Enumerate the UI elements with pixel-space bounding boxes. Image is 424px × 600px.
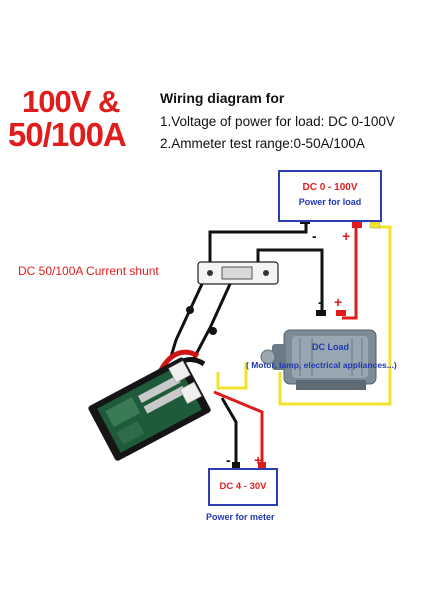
shunt-label: DC 50/100A Current shunt bbox=[18, 264, 159, 278]
load-supply-minus-sign: - bbox=[312, 228, 317, 244]
meter-power-minus-sign: - bbox=[226, 452, 231, 468]
load-supply-plus-sign: + bbox=[342, 228, 351, 244]
load-minus-sign: - bbox=[318, 294, 323, 310]
yellow-wire-meter bbox=[216, 362, 248, 390]
wiring-item-1: 1.Voltage of power for load: DC 0-100V bbox=[160, 114, 395, 129]
meter-power-caption: Power for meter bbox=[206, 512, 275, 522]
dc-load-label: DC Load bbox=[312, 342, 349, 352]
title-line-1: 100V & bbox=[22, 84, 120, 119]
load-neg-terminal bbox=[316, 310, 326, 316]
black-wire-load bbox=[256, 248, 324, 312]
load-pos-terminal bbox=[336, 310, 346, 316]
black-wire-supply bbox=[208, 222, 308, 270]
wiring-item-2: 2.Ammeter test range:0-50A/100A bbox=[160, 136, 365, 151]
meter-power-box: DC 4 - 30V bbox=[208, 468, 278, 506]
dc-load-description: ( Motor, lamp, electrical appliances...) bbox=[246, 360, 397, 370]
black-sense-wire-1 bbox=[168, 283, 204, 361]
yellow-wire-load-supply bbox=[278, 225, 392, 406]
wiring-heading: Wiring diagram for bbox=[160, 90, 285, 106]
panel-meter bbox=[88, 357, 211, 461]
red-wire-load bbox=[342, 227, 358, 320]
meter-power-plus-sign: + bbox=[254, 452, 263, 468]
shunt-element bbox=[221, 266, 253, 280]
title-line-2: 50/100A bbox=[8, 116, 127, 153]
load-power-caption: Power for load bbox=[298, 197, 362, 207]
black-sense-wire-2 bbox=[190, 283, 232, 363]
meter-power-range: DC 4 - 30V bbox=[219, 481, 267, 492]
load-power-box: DC 0 - 100V Power for load bbox=[278, 170, 382, 222]
load-plus-sign: + bbox=[334, 294, 343, 310]
load-power-range: DC 0 - 100V bbox=[302, 182, 358, 193]
red-wire-meter-power bbox=[213, 390, 264, 462]
dc-load-motor bbox=[260, 329, 377, 390]
black-wire-meter-power bbox=[220, 397, 238, 462]
